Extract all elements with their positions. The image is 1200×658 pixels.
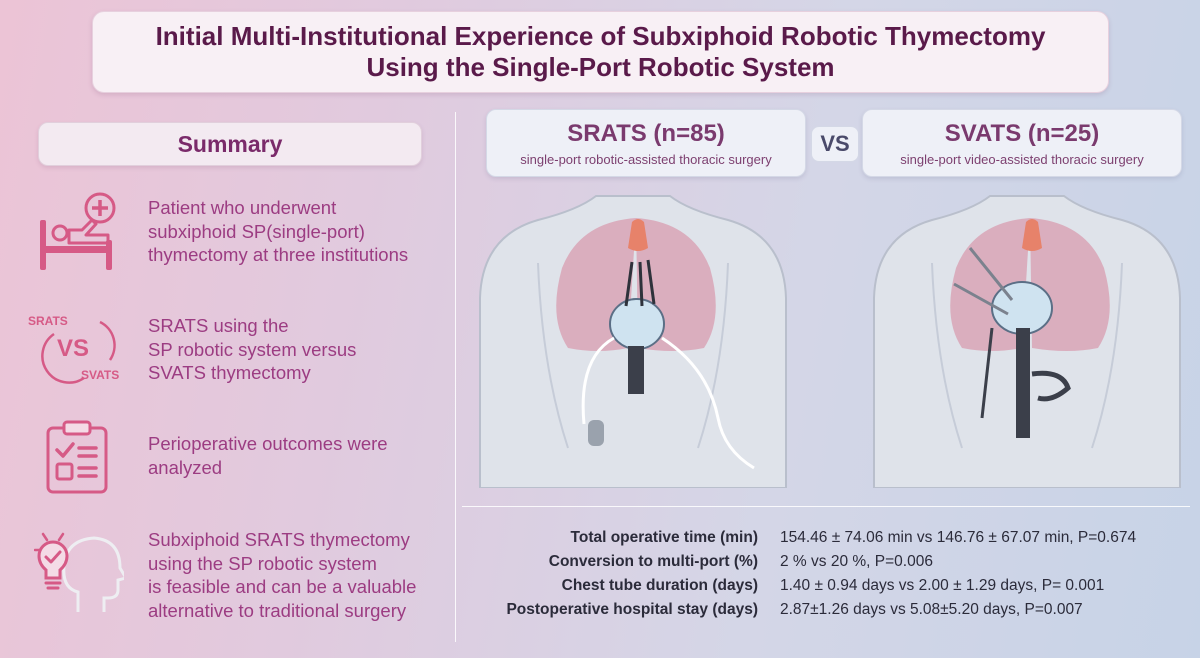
result-value: 154.46 ± 74.06 min vs 146.76 ± 67.07 min… [780, 529, 1137, 546]
summary-item-3-line-2: analyzed [148, 456, 223, 478]
vs-badge: VS [811, 126, 859, 162]
result-row-operative-time: Total operative time (min) 154.46 ± 74.0… [0, 527, 1200, 549]
summary-heading: Summary [38, 122, 422, 166]
srats-icon-label: SRATS [28, 314, 68, 328]
summary-item-1-line-2: subxiphoid SP(single-port) [148, 220, 365, 242]
result-label: Total operative time (min) [570, 529, 758, 546]
title-banner: Initial Multi-Institutional Experience o… [92, 11, 1109, 93]
result-value: 2.87±1.26 days vs 5.08±5.20 days, P=0.00… [780, 601, 1083, 618]
summary-item-4-line-2: using the SP robotic system [148, 552, 377, 574]
result-label: Conversion to multi-port (%) [548, 553, 758, 570]
result-row-chest-tube: Chest tube duration (days) 1.40 ± 0.94 d… [0, 575, 1200, 597]
srats-vs-svats-icon: SRATS VS SVATS [24, 308, 134, 386]
summary-item-4-line-4: alternative to traditional surgery [148, 599, 407, 621]
result-row-hospital-stay: Postoperative hospital stay (days) 2.87±… [0, 599, 1200, 621]
summary-item-2: SRATS using the SP robotic system versus… [148, 314, 356, 385]
summary-item-2-line-2: SP robotic system versus [148, 338, 357, 360]
svats-title: SVATS (n=25) [944, 119, 1100, 147]
vertical-divider [455, 112, 456, 642]
summary-item-2-line-3: SVATS thymectomy [148, 362, 311, 383]
clipboard-checklist-icon [46, 420, 108, 494]
svats-subtitle: single-port video-assisted thoracic surg… [900, 151, 1144, 167]
result-value: 2 % vs 20 %, P=0.006 [780, 553, 933, 570]
srats-header: SRATS (n=85) single-port robotic-assiste… [486, 109, 806, 177]
vs-icon-label: VS [57, 335, 90, 362]
summary-item-1-line-3: thymectomy at three institutions [148, 244, 409, 265]
srats-subtitle: single-port robotic-assisted thoracic su… [520, 151, 772, 167]
summary-item-1-line-1: Patient who underwent [148, 197, 337, 218]
srats-torso-illustration [479, 195, 787, 488]
summary-item-3: Perioperative outcomes were analyzed [148, 432, 388, 479]
svats-icon-label: SVATS [81, 368, 120, 382]
title-line-2: Using the Single-Port Robotic System [366, 52, 835, 82]
svats-torso-illustration [873, 195, 1181, 488]
result-label: Postoperative hospital stay (days) [506, 601, 758, 618]
summary-item-3-line-1: Perioperative outcomes were [148, 433, 388, 454]
summary-item-4-line-1: Subxiphoid SRATS thymectomy [148, 529, 410, 550]
summary-item-2-line-1: SRATS using the [148, 315, 289, 336]
result-row-conversion: Conversion to multi-port (%) 2 % vs 20 %… [0, 551, 1200, 573]
summary-item-4-line-3: is feasible and can be a valuable [148, 576, 417, 597]
head-lightbulb-icon [34, 532, 124, 612]
result-value: 1.40 ± 0.94 days vs 2.00 ± 1.29 days, P=… [780, 577, 1105, 594]
svats-header: SVATS (n=25) single-port video-assisted … [862, 109, 1182, 177]
horizontal-divider [462, 506, 1190, 507]
result-label: Chest tube duration (days) [561, 577, 758, 594]
summary-item-1: Patient who underwent subxiphoid SP(sing… [148, 196, 408, 267]
patient-bed-icon [40, 192, 116, 270]
title-line-1: Initial Multi-Institutional Experience o… [155, 21, 1046, 51]
summary-item-4: Subxiphoid SRATS thymectomy using the SP… [148, 528, 416, 622]
srats-title: SRATS (n=85) [567, 119, 725, 147]
